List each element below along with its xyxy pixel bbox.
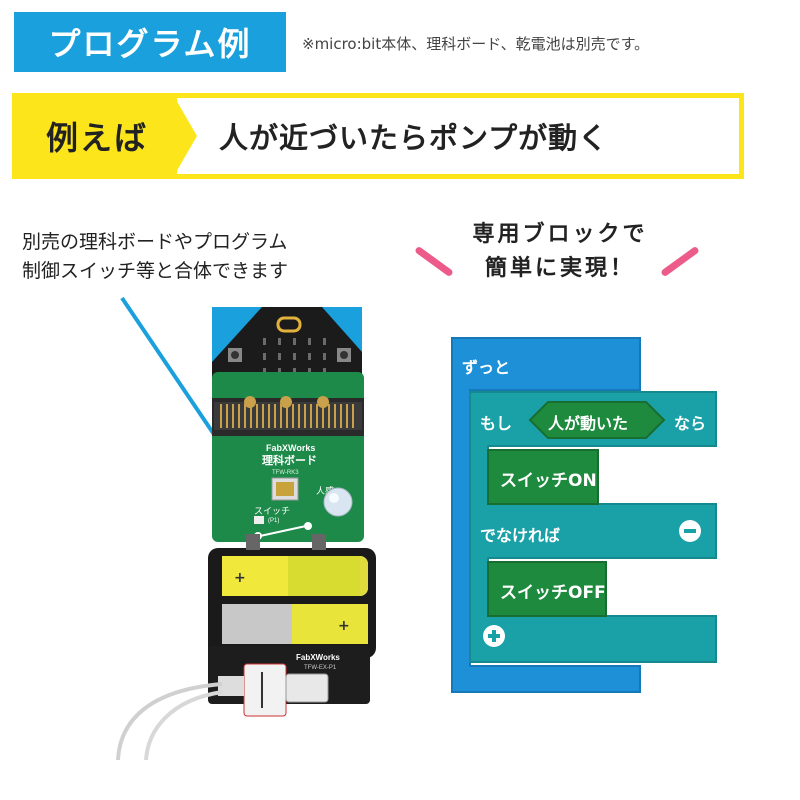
board-logo: FabXWorks	[266, 443, 315, 453]
example-label-box: 例えば	[17, 98, 177, 174]
then-label: なら	[674, 414, 707, 433]
if-block	[469, 391, 717, 663]
svg-text:+: +	[338, 618, 350, 634]
forever-block	[451, 337, 641, 693]
if-label: もし	[480, 414, 513, 433]
example-label: 例えば	[45, 119, 148, 157]
control-box: FabXWorks TFW-EX-P1	[208, 646, 370, 717]
example-arrow	[175, 98, 197, 174]
board-model: TFW-RK3	[272, 470, 299, 476]
action-on-label[interactable]: スイッチON	[500, 471, 597, 491]
section-title: プログラム例	[48, 25, 252, 63]
battery-box: + +	[208, 534, 376, 658]
action-off-label[interactable]: スイッチOFF	[500, 583, 606, 603]
box-logo: FabXWorks	[296, 653, 340, 662]
combine-caption-line1: 別売の理科ボードやプログラム	[22, 231, 288, 253]
block-caption-line1: 専用ブロックで	[472, 222, 648, 247]
condition-block	[528, 401, 666, 439]
science-board: FabXWorks 理科ボード TFW-RK3 人感 スイッチ (P1)	[212, 372, 364, 542]
section-title-badge: プログラム例	[14, 12, 286, 72]
action-off-block	[487, 561, 607, 617]
combine-caption: 別売の理科ボードやプログラム 制御スイッチ等と合体できます	[22, 228, 288, 286]
switch-label: スイッチ	[254, 506, 290, 517]
block-caption-line2: 簡単に実現！	[484, 256, 635, 281]
example-banner: 例えば 人が近づいたらポンプが動く	[12, 93, 744, 179]
action-on-block	[487, 449, 599, 505]
condition-label[interactable]: 人が動いた	[548, 414, 629, 433]
else-label: でなければ	[480, 526, 561, 545]
board-name: 理科ボード	[262, 453, 317, 467]
disclaimer-note: ※micro:bit本体、理科ボード、乾電池は別売です。	[302, 35, 650, 53]
combine-caption-line2: 制御スイッチ等と合体できます	[22, 260, 289, 282]
block-caption: 専用ブロックで 簡単に実現！	[420, 218, 700, 286]
forever-label: ずっと	[462, 358, 511, 377]
svg-text:+: +	[234, 570, 246, 586]
box-model: TFW-EX-P1	[304, 665, 337, 671]
example-text: 人が近づいたらポンプが動く	[219, 121, 609, 155]
switch-pin: (P1)	[268, 518, 279, 524]
